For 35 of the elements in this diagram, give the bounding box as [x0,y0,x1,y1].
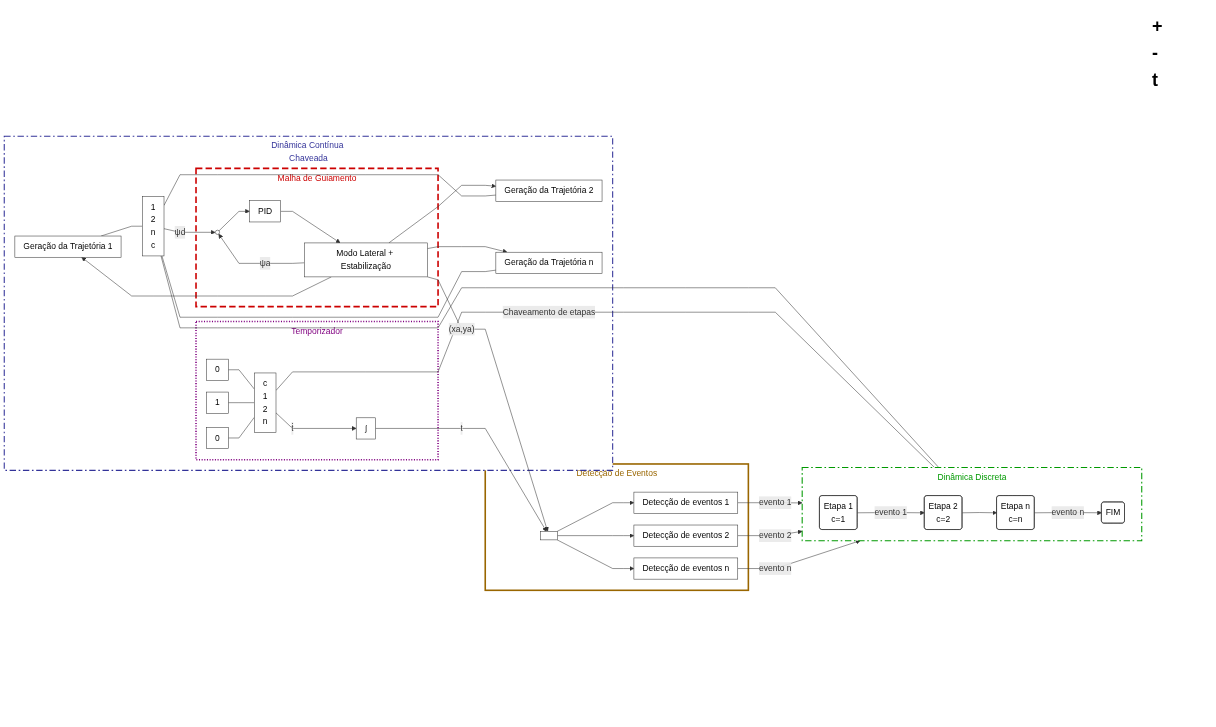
node-box: PID [249,200,281,223]
node-box: Geração da Trajetória 1 [14,236,122,258]
edge-label: evento 1 [874,507,908,518]
edge-label: ψa [259,258,271,268]
node-box: Detecção de eventos 1 [633,492,738,514]
edge-label: ṫ [291,423,294,433]
node-box: Geração da Trajetória n [495,252,603,274]
node-box: Detecção de eventos 2 [633,524,738,547]
edge-label: evento 2 [758,531,792,541]
node-box: Modo Lateral + Estabilização [304,242,428,278]
node-box: 1 2 n c [142,196,165,257]
edge-label: Chaveamento de etapas [502,307,596,317]
edge-label: t [460,423,463,433]
node-box: Detecção de eventos n [633,557,738,580]
signal-label: - [1152,43,1159,64]
node-box: 1 [206,392,229,414]
connector [228,402,255,404]
edge-label: evento n [1051,507,1085,518]
connector [160,255,939,468]
node-bar [540,531,558,541]
node-box: 0 [206,359,229,381]
node-circle [215,230,220,235]
signal-label: t [1152,70,1159,91]
edge-label: evento n [758,563,792,573]
signal-label: + [1152,16,1164,37]
connector [228,417,255,439]
connector [161,255,497,318]
node-box: ∫ [355,417,376,440]
edge-label: ψd [174,227,186,237]
node-box: 0 [206,427,229,450]
connector [228,369,255,390]
node-box: c 1 2 n [254,372,277,433]
node-box: Geração da Trajetória 2 [495,180,603,202]
edge-label: evento 1 [758,498,792,508]
edge-label: (xa,ya) [448,324,475,334]
